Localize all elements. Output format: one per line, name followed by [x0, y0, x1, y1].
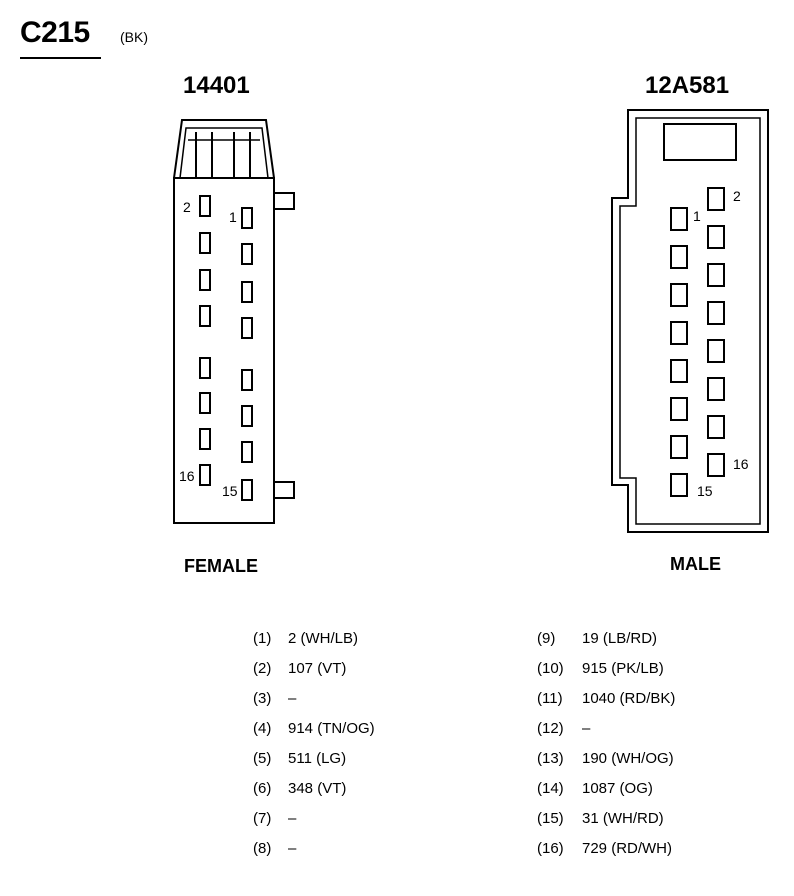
female-pin-label-15: 15 [222, 483, 238, 499]
pin-number: (16) [537, 840, 564, 857]
pin-wire: – [288, 840, 297, 857]
female-pin-cavity [199, 232, 211, 254]
female-pin-cavity [199, 428, 211, 450]
pin-wire: – [288, 810, 297, 827]
pin-number: (14) [537, 780, 564, 797]
male-pin-cavity [707, 377, 725, 401]
female-pin-cavity [241, 405, 253, 427]
male-part-number: 12A581 [645, 72, 730, 99]
female-pin-cavity [199, 464, 211, 486]
male-pin-cavity [707, 301, 725, 325]
female-label: FEMALE [184, 556, 258, 576]
female-pin-cavity [241, 207, 253, 229]
pin-number: (3) [253, 690, 272, 707]
male-pin-cavity [670, 321, 688, 345]
male-pin-cavity [707, 339, 725, 363]
male-pin-cavity [707, 453, 725, 477]
pin-number: (12) [537, 720, 564, 737]
pin-number: (7) [253, 810, 272, 827]
male-pin-label-15: 15 [697, 483, 713, 499]
male-pin-label-1: 1 [693, 208, 701, 224]
pin-wire: 915 (PK/LB) [582, 660, 664, 677]
female-pin-cavity [241, 441, 253, 463]
pin-number: (1) [253, 630, 272, 647]
pin-number: (4) [253, 720, 272, 737]
female-pin-label-16: 16 [179, 468, 195, 484]
female-pin-cavity [241, 479, 253, 501]
pin-number: (5) [253, 750, 272, 767]
male-pin-cavity [670, 473, 688, 497]
male-pin-label-16: 16 [733, 456, 749, 472]
female-pin-cavity [241, 243, 253, 265]
female-pin-cavity [199, 195, 211, 217]
pin-wire: – [582, 720, 591, 737]
pin-number: (6) [253, 780, 272, 797]
male-label: MALE [670, 554, 721, 574]
pin-wire: 107 (VT) [288, 660, 347, 677]
female-pin-cavity [241, 281, 253, 303]
pin-wire: 1040 (RD/BK) [582, 690, 676, 707]
female-part-number: 14401 [183, 72, 250, 99]
pin-number: (15) [537, 810, 564, 827]
male-pin-label-2: 2 [733, 188, 741, 204]
male-pin-cavity [670, 397, 688, 421]
pin-number: (11) [537, 690, 563, 707]
connector-id-underline [20, 57, 101, 59]
female-pin-cavity [199, 392, 211, 414]
connector-color-code: (BK) [120, 29, 148, 45]
pin-wire: 511 (LG) [288, 750, 347, 767]
pin-wire: 31 (WH/RD) [582, 810, 664, 827]
pin-wire: 729 (RD/WH) [582, 840, 673, 857]
male-pin-cavity [707, 225, 725, 249]
female-pin-label-1: 1 [229, 209, 237, 225]
female-connector [173, 119, 295, 524]
pin-wire: 19 (LB/RD) [582, 630, 658, 647]
pin-number: (13) [537, 750, 564, 767]
pin-number: (2) [253, 660, 272, 677]
female-pin-cavity [241, 317, 253, 339]
female-pin-cavity [199, 269, 211, 291]
pin-number: (10) [537, 660, 564, 677]
female-pin-cavity [199, 305, 211, 327]
male-connector [611, 109, 769, 533]
pin-wire: 190 (WH/OG) [582, 750, 674, 767]
pin-wire: 914 (TN/OG) [288, 720, 375, 737]
male-pin-cavity [707, 263, 725, 287]
female-pin-cavities [199, 195, 253, 501]
pin-wire: 2 (WH/LB) [288, 630, 359, 647]
pin-number: (9) [537, 630, 556, 647]
male-pin-cavity [670, 435, 688, 459]
pin-wire: – [288, 690, 297, 707]
male-pin-cavity [707, 187, 725, 211]
male-pin-cavity [670, 245, 688, 269]
connector-id: C215 [20, 16, 90, 49]
female-pin-label-2: 2 [183, 199, 191, 215]
male-pin-cavity [670, 359, 688, 383]
male-pin-cavity [670, 283, 688, 307]
female-pin-cavity [199, 357, 211, 379]
pin-wire: 1087 (OG) [582, 780, 653, 797]
male-pin-cavity [707, 415, 725, 439]
male-pin-cavities [670, 187, 725, 497]
female-pin-cavity [241, 369, 253, 391]
pin-number: (8) [253, 840, 272, 857]
male-pin-cavity [670, 207, 688, 231]
pin-wire: 348 (VT) [288, 780, 347, 797]
connector-diagram: 2 1 16 15 1 2 16 15 [173, 109, 769, 533]
